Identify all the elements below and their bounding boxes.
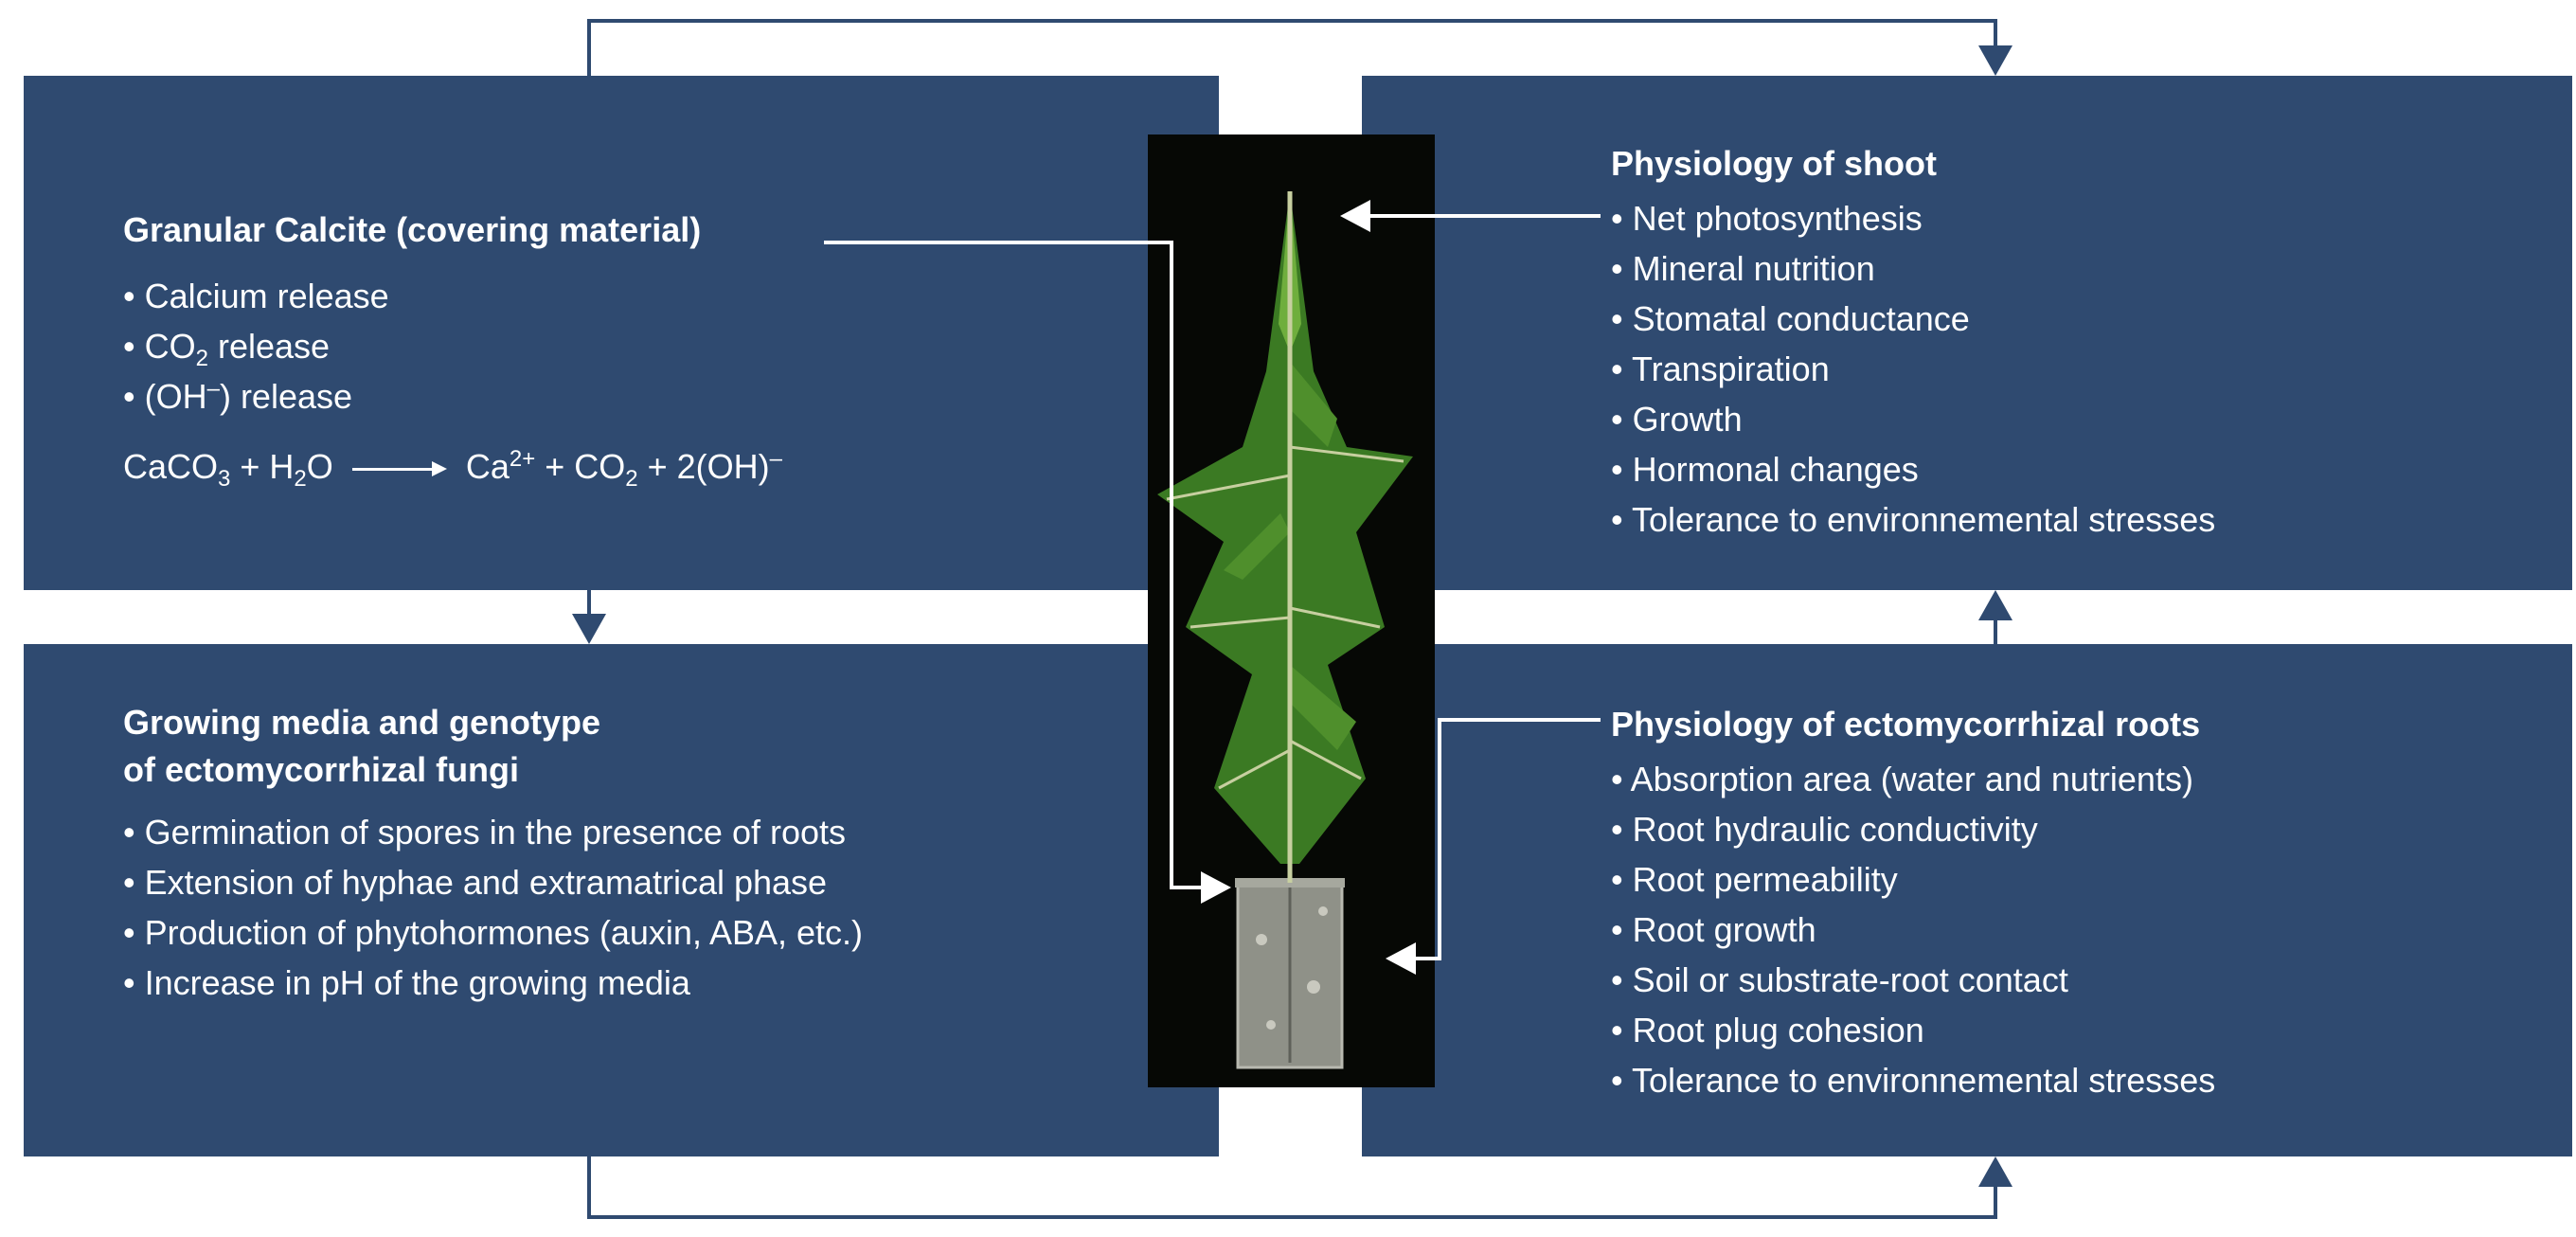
shoot-item: • Growth [1611,400,1743,439]
root-plug-arrowhead-icon [1386,942,1416,975]
plug-arrowhead-icon [1201,871,1231,904]
media-title-line1: Growing media and genotype [123,703,601,742]
calcite-equation: CaCO3 + H2O Ca2+ + CO2 + 2(OH)– [123,446,783,493]
shoot-list: • Net photosynthesis • Mineral nutrition… [1611,193,2215,545]
calcite-list: • Calcium release • CO2 release • (OH–) … [123,271,389,421]
roots-title: Physiology of ectomycorrhizal roots [1611,705,2201,744]
shoot-item: • Net photosynthesis [1611,199,1923,238]
bottom-loop-line [587,1156,1997,1219]
shoot-title: Physiology of shoot [1611,144,1938,183]
shoot-item: • Tolerance to environnemental stresses [1611,500,2216,539]
roots-item: • Absorption area (water and nutrients) [1611,760,2193,798]
granular-calcite-box: Granular Calcite (covering material) • C… [24,76,1219,590]
roots-to-plug-connector [1411,718,1601,960]
roots-to-shoot-arrowhead [1978,590,2012,620]
roots-item: • Root growth [1611,910,1816,949]
top-loop-line [587,19,1997,76]
seedling-foliage [1157,191,1413,883]
growing-media-box: Growing media and genotype of ectomycorr… [24,644,1219,1156]
calcite-title: Granular Calcite (covering material) [123,210,702,249]
calcite-to-plug-connector [824,241,1203,889]
reaction-arrow-icon [351,461,447,477]
seedling-photo [1148,134,1435,1087]
media-item: • Production of phytohormones (auxin, AB… [123,913,864,952]
roots-item: • Soil or substrate-root contact [1611,960,2068,999]
root-plug-container [1235,878,1345,1069]
roots-item: • Root plug cohesion [1611,1011,1924,1049]
roots-item: • Tolerance to environnemental stresses [1611,1061,2216,1100]
shoot-item: • Mineral nutrition [1611,249,1875,288]
roots-item: • Root permeability [1611,860,1898,899]
roots-item: • Root hydraulic conductivity [1611,810,2038,849]
calcite-item-calcium: • Calcium release [123,277,389,315]
bottom-loop-arrowhead [1978,1156,2012,1187]
media-item: • Germination of spores in the presence … [123,813,846,852]
shoot-item: • Hormonal changes [1611,450,1919,489]
calcite-item-co2: • CO2 release [123,327,331,372]
calcite-to-media-arrowhead [572,614,606,644]
media-title-line2: of ectomycorrhizal fungi [123,750,520,789]
shoot-item: • Stomatal conductance [1611,299,1970,338]
calcite-item-oh: • (OH–) release [123,376,353,416]
top-loop-arrowhead [1978,45,2012,76]
roots-physiology-box: Physiology of ectomycorrhizal roots • Ab… [1362,644,2572,1156]
media-item: • Increase in pH of the growing media [123,963,690,1002]
media-item: • Extension of hyphae and extramatrical … [123,863,828,902]
roots-list: • Absorption area (water and nutrients) … [1611,754,2215,1105]
shoot-physiology-box: Physiology of shoot • Net photosynthesis… [1362,76,2572,590]
media-list: • Germination of spores in the presence … [123,807,863,1008]
tip-arrowhead-icon [1340,200,1370,232]
shoot-item: • Transpiration [1611,350,1830,388]
